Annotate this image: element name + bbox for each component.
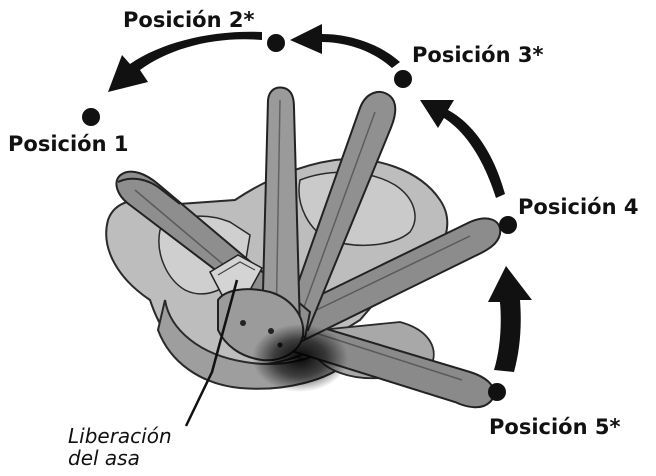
position-2-dot — [267, 34, 285, 52]
position-1-dot — [82, 108, 100, 126]
handle-release-label-line1: Liberación — [68, 426, 172, 448]
position-3-label: Posición 3* — [412, 45, 543, 66]
position-4-label: Posición 4 — [518, 197, 638, 218]
arrow-pos2-to-pos1 — [108, 32, 262, 92]
handle-release-label-line2: del asa — [68, 448, 172, 470]
position-3-dot — [394, 70, 412, 88]
position-5-dot — [488, 383, 506, 401]
position-4-dot — [499, 216, 517, 234]
handle-release-label: Liberación del asa — [68, 426, 172, 469]
position-5-label: Posición 5* — [489, 417, 620, 438]
arrow-pos4-to-pos3 — [420, 100, 505, 198]
arrow-pos3-to-pos2 — [290, 24, 400, 68]
pivot-shadow — [252, 324, 348, 392]
position-1-label: Posición 1 — [8, 134, 128, 155]
position-2-label: Posición 2* — [123, 10, 254, 31]
arrow-pos5-to-pos4 — [488, 266, 532, 372]
